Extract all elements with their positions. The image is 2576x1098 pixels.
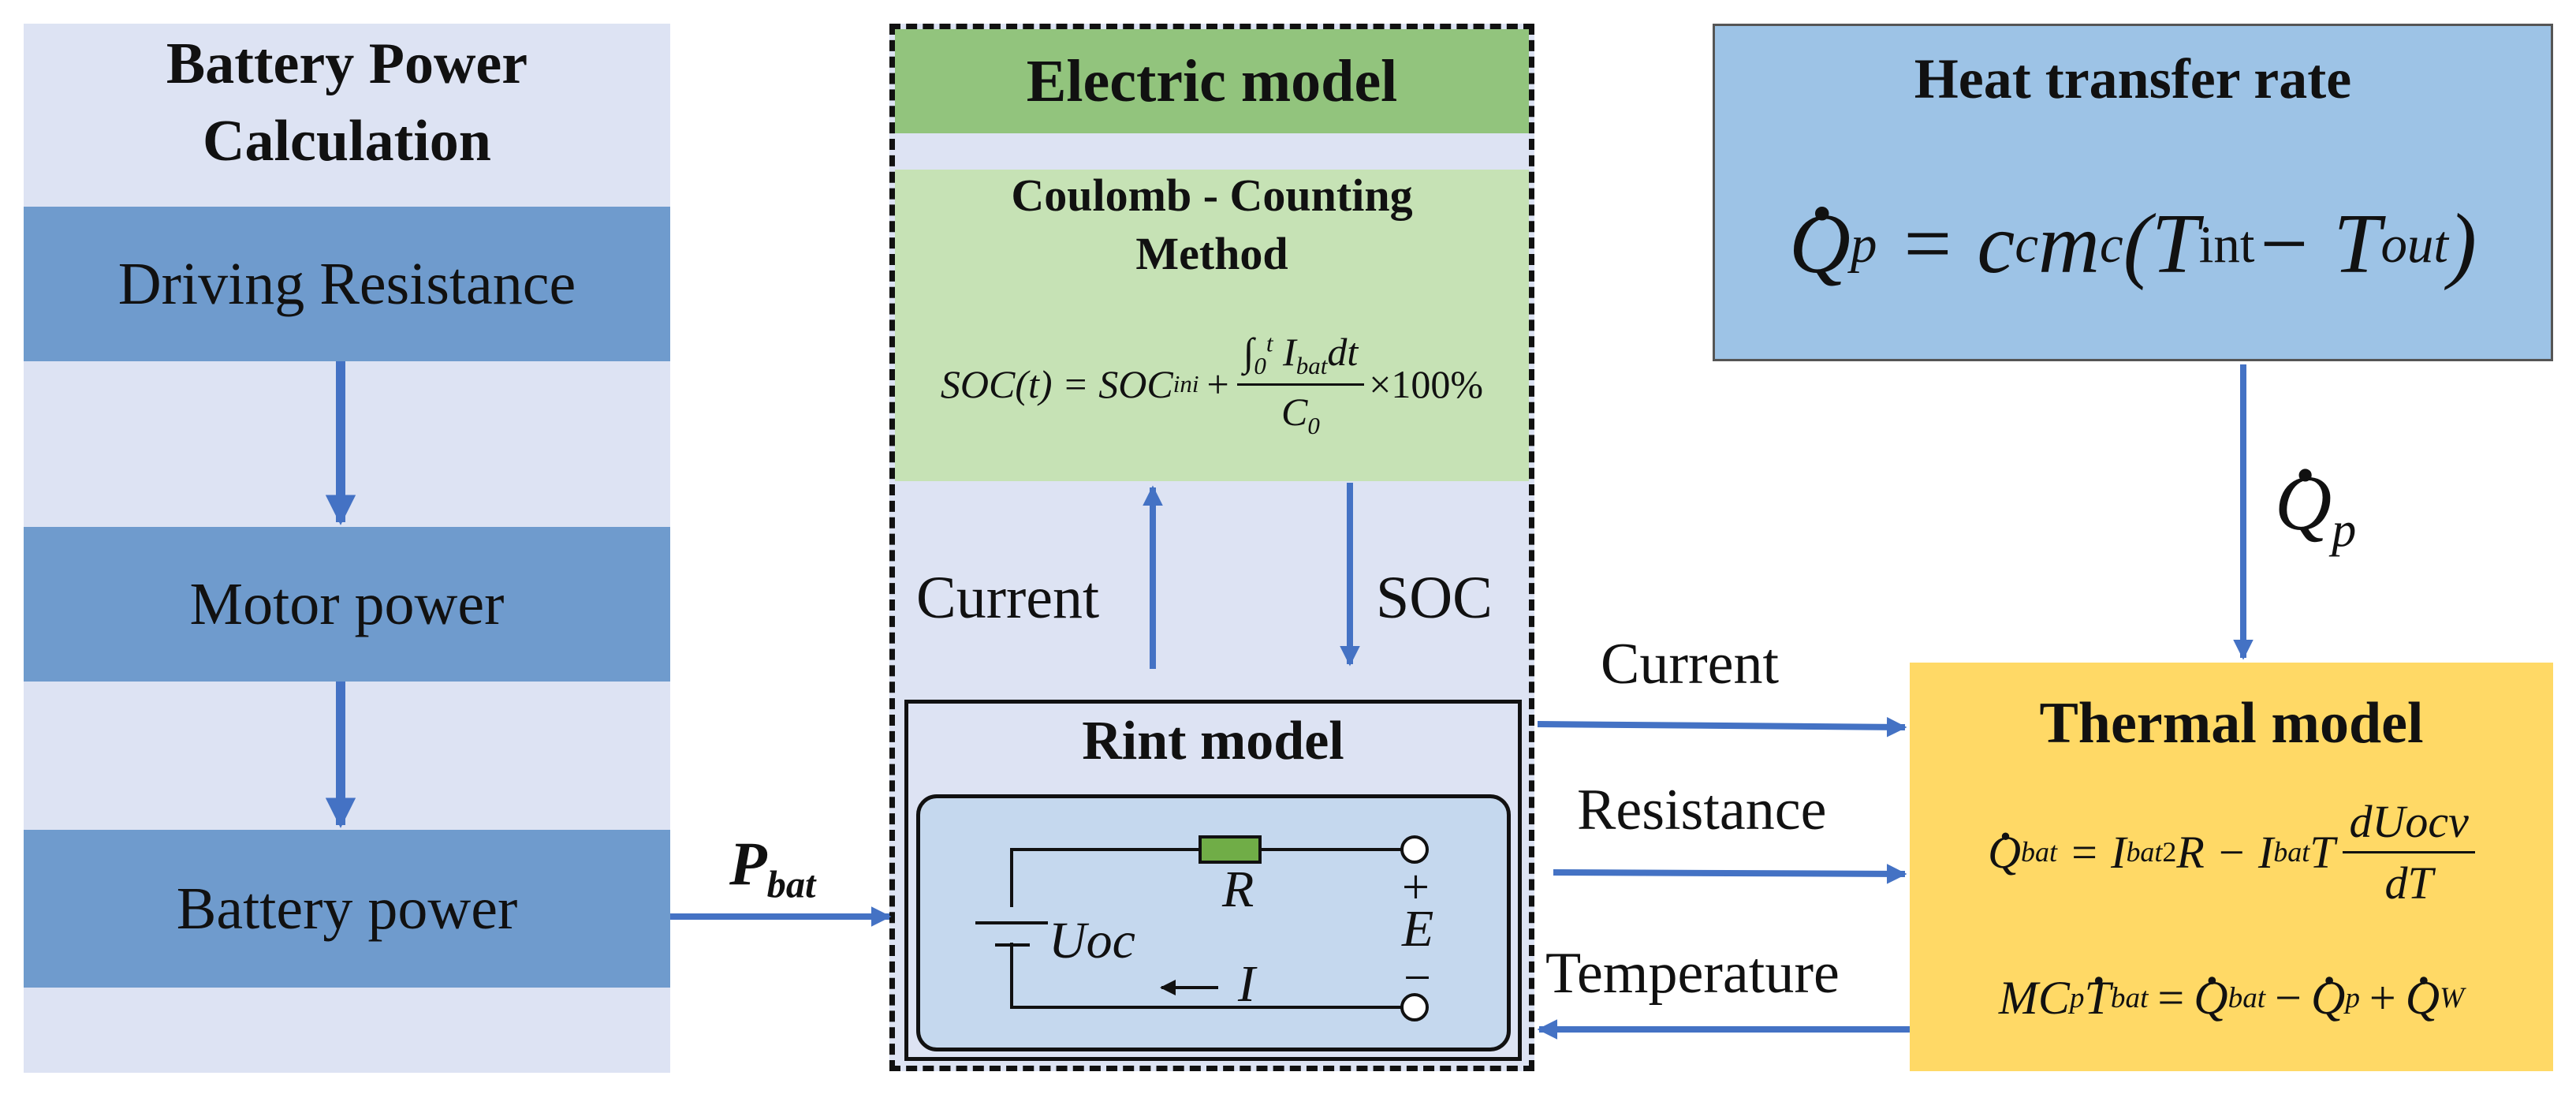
rint-model-box (904, 700, 1522, 1061)
soc-fraction: ∫0t Ibatdt C0 (1236, 329, 1365, 440)
resistor-label: R (1222, 861, 1254, 918)
temperature-link-label: Temperature (1545, 941, 1840, 1006)
heat-transfer-title: Heat transfer rate (1914, 47, 2352, 110)
coulomb-title-line2: Method (1135, 228, 1288, 279)
uoc-label: Uoc (1049, 912, 1135, 969)
qp-arrow-label: Qp (2275, 458, 2356, 558)
coulomb-counting-title: Coulomb - Counting Method (895, 166, 1529, 284)
thermal-model-title: Thermal model (2039, 690, 2424, 756)
step-motor-power: Motor power (24, 527, 670, 682)
emf-plus-label: + (1402, 861, 1430, 914)
arrow-current-link (1537, 717, 1907, 738)
rint-circuit (975, 835, 1429, 1021)
emf-label: E (1402, 900, 1434, 958)
step-driving-resistance: Driving Resistance (24, 207, 670, 361)
pbat-label: Pbat (729, 829, 816, 906)
current-up-label: Current (916, 565, 1100, 631)
step-battery-power: Battery power (24, 830, 670, 988)
resistance-link-label: Resistance (1577, 778, 1827, 842)
coulomb-counting-box (895, 170, 1529, 481)
battery-power-title-line2: Calculation (203, 109, 491, 174)
coulomb-title-line1: Coulomb - Counting (1011, 170, 1413, 221)
electric-model-header: Electric model (895, 29, 1529, 133)
soc-down-label: SOC (1376, 565, 1493, 631)
battery-power-title: Battery Power Calculation (24, 24, 670, 181)
current-link-label: Current (1601, 632, 1780, 697)
heat-transfer-box (1713, 24, 2553, 361)
current-i-label: I (1238, 955, 1255, 1013)
thermal-fraction: dUocv dT (2343, 795, 2475, 909)
resistor (1199, 835, 1262, 864)
battery-power-title-line1: Battery Power (166, 32, 528, 96)
rint-model-title: Rint model (1082, 711, 1344, 771)
emf-minus-label: − (1404, 951, 1431, 1005)
arrow-resistance-link (1553, 864, 1907, 884)
